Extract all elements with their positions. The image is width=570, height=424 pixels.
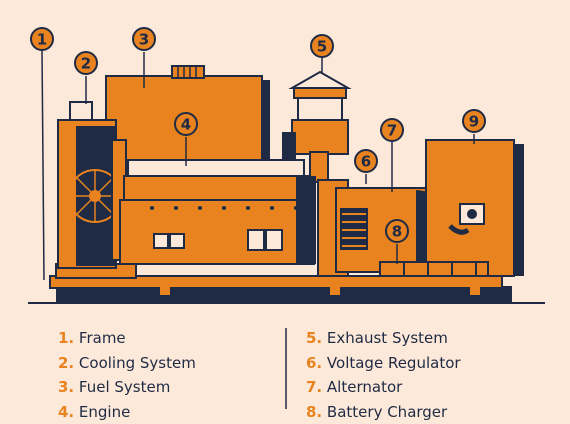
callout-4: 4 [175, 113, 197, 135]
callout-label: 3 [139, 31, 149, 49]
callout-label: 5 [317, 38, 327, 56]
legend-left: 1. Frame 2. Cooling System 3. Fuel Syste… [58, 326, 196, 424]
legend-label: Frame [79, 329, 126, 347]
callout-label: 1 [37, 31, 47, 49]
callout-7: 7 [381, 119, 403, 141]
legend-item-battery-charger: 8. Battery Charger [306, 400, 461, 424]
legend-number: 1. [58, 329, 74, 347]
legend-number: 7. [306, 378, 322, 396]
legend-number: 3. [58, 378, 74, 396]
legend-number: 6. [306, 354, 322, 372]
legend-item-exhaust-system: 5. Exhaust System [306, 326, 461, 351]
legend-item-fuel-system: 3. Fuel System [58, 375, 196, 400]
callout-2: 2 [75, 52, 97, 74]
legend-label: Battery Charger [327, 403, 447, 421]
legend-item-engine: 4. Engine [58, 400, 196, 424]
callout-label: 8 [392, 223, 402, 241]
callout-6: 6 [355, 150, 377, 172]
legend-item-alternator: 7. Alternator [306, 375, 461, 400]
callout-label: 4 [181, 116, 191, 134]
legend-number: 5. [306, 329, 322, 347]
radiator [58, 102, 126, 268]
control-panel [426, 140, 524, 276]
legend-number: 2. [58, 354, 74, 372]
legend-item-cooling-system: 2. Cooling System [58, 351, 196, 376]
callout-label: 6 [361, 153, 371, 171]
legend-number: 8. [306, 403, 322, 421]
legend-label: Fuel System [79, 378, 170, 396]
callout-label: 7 [387, 122, 397, 140]
legend-label: Cooling System [79, 354, 196, 372]
battery-charger [380, 262, 488, 276]
legend-label: Voltage Regulator [327, 354, 461, 372]
engine [120, 160, 316, 264]
callout-label: 9 [469, 113, 479, 131]
legend-item-frame: 1. Frame [58, 326, 196, 351]
legend-number: 4. [58, 403, 74, 421]
legend-label: Alternator [327, 378, 402, 396]
legend-item-voltage-regulator: 6. Voltage Regulator [306, 351, 461, 376]
callout-9: 9 [463, 110, 485, 132]
legend-label: Engine [79, 403, 130, 421]
legend-label: Exhaust System [327, 329, 448, 347]
legend-right: 5. Exhaust System 6. Voltage Regulator 7… [306, 326, 461, 424]
callout-5: 5 [311, 35, 333, 57]
callout-label: 2 [81, 55, 91, 73]
callout-1: 1 [31, 28, 53, 50]
callout-8: 8 [386, 220, 408, 242]
callout-3: 3 [133, 28, 155, 50]
